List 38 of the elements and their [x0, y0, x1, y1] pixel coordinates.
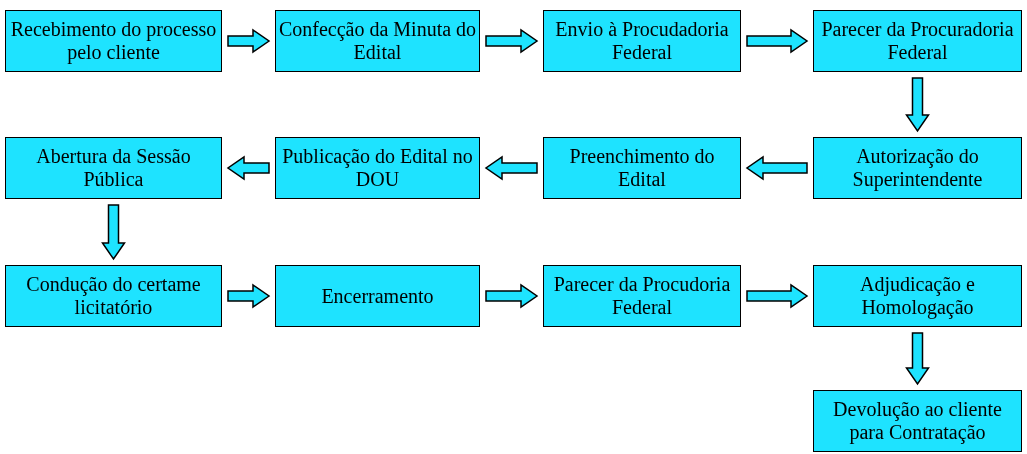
block-arrow: [905, 332, 930, 386]
box-label: Confecção da Minuta do Edital: [278, 18, 477, 64]
block-arrow: [745, 155, 808, 181]
process-box: [5, 10, 222, 72]
process-box: [813, 265, 1022, 327]
block-arrow: [905, 77, 930, 133]
box-label: Condução do certame licitatório: [25, 273, 202, 319]
box-label: Encerramento: [321, 284, 434, 308]
process-box: [5, 137, 222, 199]
box-label: Devolução ao cliente para Contratação: [832, 398, 1003, 444]
block-arrow: [485, 283, 539, 309]
box-label: Parecer da Procudoria Federal: [552, 273, 732, 319]
box-label: Envio à Procudadoria Federal: [554, 18, 730, 64]
box-label: Abertura da Sessão Pública: [35, 145, 192, 191]
process-box: [543, 10, 741, 72]
block-arrow: [746, 283, 809, 309]
process-box: [275, 265, 480, 327]
block-arrow: [227, 28, 271, 54]
box-label: Preenchimento do Edital: [568, 145, 716, 191]
box-label: Parecer da Procuradoria Federal: [820, 18, 1015, 64]
process-box: [813, 137, 1022, 199]
block-arrow: [485, 28, 539, 54]
process-box: [543, 265, 741, 327]
process-box: [275, 10, 480, 72]
box-label: Autorização do Superintendente: [851, 145, 984, 191]
process-box: [5, 265, 222, 327]
box-label: Recebimento do processo pelo cliente: [9, 18, 218, 64]
process-box: [813, 10, 1022, 72]
block-arrow: [484, 155, 538, 181]
process-box: [813, 390, 1022, 452]
process-box: [275, 137, 480, 199]
box-label: Publicação do Edital no DOU: [281, 145, 474, 191]
block-arrow: [746, 28, 809, 54]
block-arrow: [101, 204, 126, 261]
process-box: [543, 137, 741, 199]
block-arrow: [227, 283, 271, 309]
block-arrow: [226, 155, 270, 181]
box-label: Adjudicação e Homologação: [859, 273, 976, 319]
